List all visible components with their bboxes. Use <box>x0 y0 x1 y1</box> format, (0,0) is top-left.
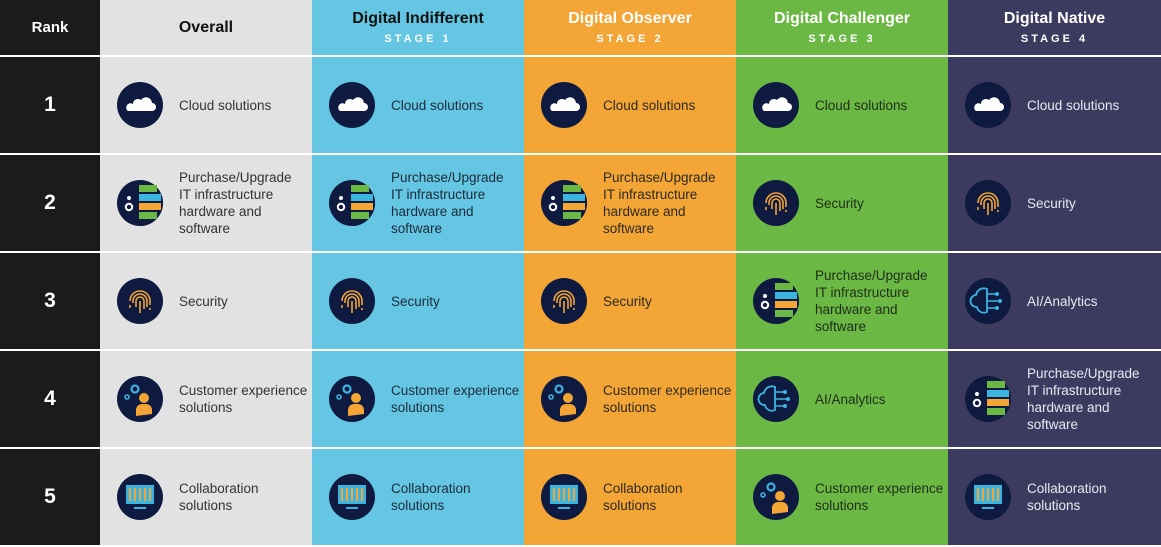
fingerprint-icon <box>965 180 1011 226</box>
cloud-icon <box>965 82 1011 128</box>
server-icon <box>753 278 799 324</box>
customer-gear-icon <box>329 376 375 422</box>
table-cell: Purchase/Upgrade IT infrastructure hardw… <box>948 351 1161 447</box>
rank-number: 2 <box>0 155 100 251</box>
cloud-icon <box>541 82 587 128</box>
cell-label: Customer experience solutions <box>391 383 520 415</box>
cell-label: Purchase/Upgrade IT infrastructure hardw… <box>1027 366 1140 432</box>
table-cell: Security <box>524 253 736 349</box>
cell-label: Collaboration solutions <box>1027 481 1107 513</box>
column-title: Overall <box>178 18 234 36</box>
cell-label: Purchase/Upgrade IT infrastructure hardw… <box>603 170 716 236</box>
customer-gear-icon <box>541 376 587 422</box>
table-cell: Cloud solutions <box>736 57 948 153</box>
table-cell: Customer experience solutions <box>100 351 312 447</box>
rank-number: 3 <box>0 253 100 349</box>
table-cell: Purchase/Upgrade IT infrastructure hardw… <box>524 155 736 251</box>
server-icon <box>965 376 1011 422</box>
cell-label: Security <box>815 195 864 211</box>
cell-label: Purchase/Upgrade IT infrastructure hardw… <box>815 268 928 334</box>
table-cell: Collaboration solutions <box>948 449 1161 545</box>
table-cell: Cloud solutions <box>100 57 312 153</box>
customer-gear-icon <box>117 376 163 422</box>
cell-label: Cloud solutions <box>815 97 908 113</box>
table-cell: Purchase/Upgrade IT infrastructure hardw… <box>100 155 312 251</box>
column-title: Digital Observer <box>568 10 692 27</box>
cell-label: AI/Analytics <box>815 391 886 407</box>
column-title: Digital Native <box>1003 10 1106 27</box>
cell-label: Customer experience solutions <box>179 383 308 415</box>
table-cell: Security <box>948 155 1161 251</box>
cell-label: Security <box>391 293 440 309</box>
fingerprint-icon <box>117 278 163 324</box>
table-cell: Security <box>736 155 948 251</box>
stage-label: STAGE 2 <box>596 33 664 45</box>
cell-label: Purchase/Upgrade IT infrastructure hardw… <box>391 170 504 236</box>
table-cell: Collaboration solutions <box>524 449 736 545</box>
cell-label: Cloud solutions <box>603 97 696 113</box>
cell-label: Customer experience solutions <box>815 481 944 513</box>
table-cell: Customer experience solutions <box>524 351 736 447</box>
cell-label: Cloud solutions <box>1027 97 1120 113</box>
server-icon <box>329 180 375 226</box>
stage-label: STAGE 1 <box>384 33 452 45</box>
fingerprint-icon <box>753 180 799 226</box>
cell-label: Collaboration solutions <box>391 481 471 513</box>
table-cell: Collaboration solutions <box>312 449 524 545</box>
cell-label: Customer experience solutions <box>603 383 732 415</box>
cell-label: Security <box>1027 195 1076 211</box>
cell-label: Collaboration solutions <box>603 481 683 513</box>
column-title: Digital Indifferent <box>352 10 484 27</box>
cell-label: Cloud solutions <box>179 97 272 113</box>
fingerprint-icon <box>541 278 587 324</box>
table-cell: Cloud solutions <box>948 57 1161 153</box>
brain-icon <box>965 278 1011 324</box>
monitor-icon <box>541 474 587 520</box>
monitor-icon <box>329 474 375 520</box>
server-icon <box>541 180 587 226</box>
cloud-icon <box>117 82 163 128</box>
table-cell: AI/Analytics <box>948 253 1161 349</box>
table-cell: Security <box>312 253 524 349</box>
cell-label: Security <box>179 293 228 309</box>
cell-label: Cloud solutions <box>391 97 484 113</box>
cell-label: AI/Analytics <box>1027 293 1098 309</box>
rank-number: 5 <box>0 449 100 545</box>
rank-header: Rank <box>0 0 100 55</box>
brain-icon <box>753 376 799 422</box>
table-cell: Security <box>100 253 312 349</box>
cell-label: Security <box>603 293 652 309</box>
stage-label: STAGE 3 <box>808 33 876 45</box>
server-icon <box>117 180 163 226</box>
table-cell: Cloud solutions <box>524 57 736 153</box>
stage-label: STAGE 4 <box>1020 33 1089 45</box>
table-cell: Customer experience solutions <box>736 449 948 545</box>
cell-label: Purchase/Upgrade IT infrastructure hardw… <box>179 170 292 236</box>
table-cell: Cloud solutions <box>312 57 524 153</box>
table-cell: Collaboration solutions <box>100 449 312 545</box>
table-cell: Purchase/Upgrade IT infrastructure hardw… <box>312 155 524 251</box>
cloud-icon <box>753 82 799 128</box>
rank-number: 4 <box>0 351 100 447</box>
monitor-icon <box>965 474 1011 520</box>
table-cell: Purchase/Upgrade IT infrastructure hardw… <box>736 253 948 349</box>
fingerprint-icon <box>329 278 375 324</box>
column-header-0: Overall <box>100 0 312 55</box>
cloud-icon <box>329 82 375 128</box>
column-title: Digital Challenger <box>773 10 911 27</box>
customer-gear-icon <box>753 474 799 520</box>
rank-number: 1 <box>0 57 100 153</box>
monitor-icon <box>117 474 163 520</box>
table-cell: Customer experience solutions <box>312 351 524 447</box>
table-cell: AI/Analytics <box>736 351 948 447</box>
cell-label: Collaboration solutions <box>179 481 259 513</box>
